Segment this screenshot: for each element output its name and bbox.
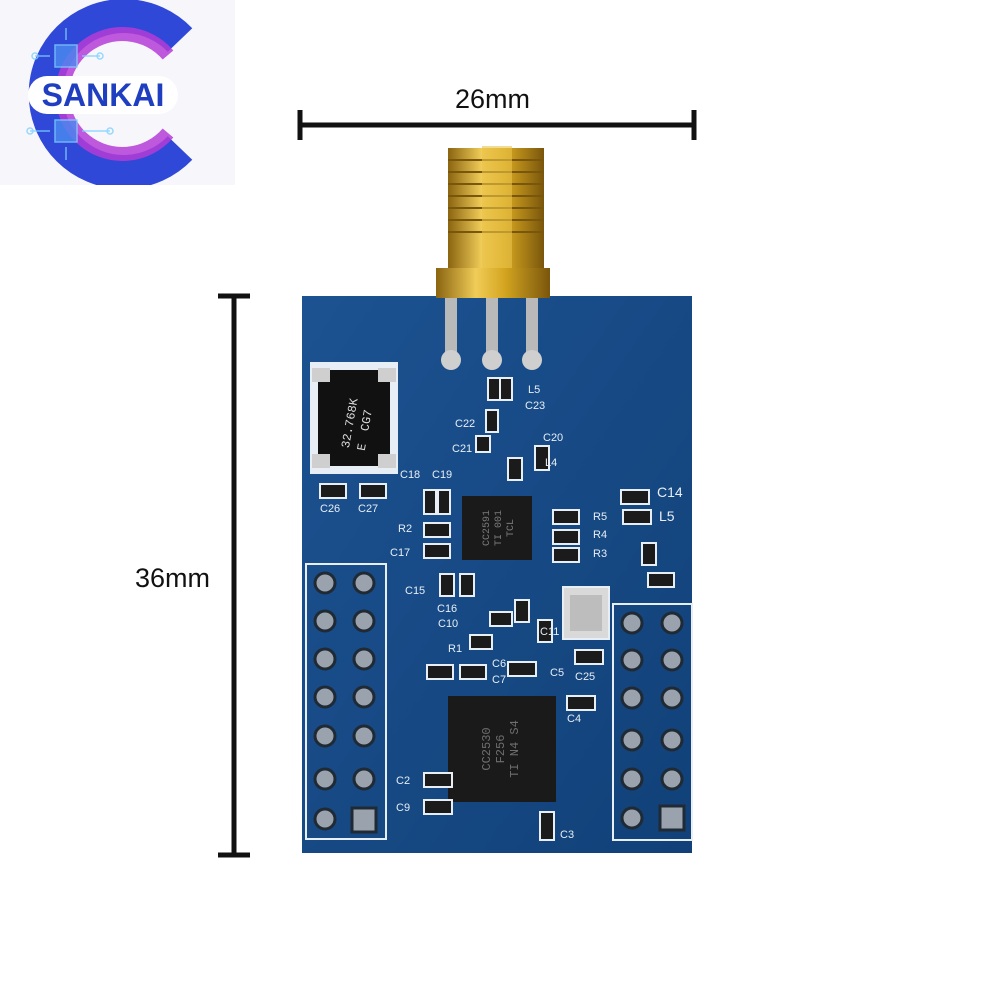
label-c17: C17 bbox=[390, 547, 410, 559]
label-c15: C15 bbox=[405, 585, 425, 597]
label-c16: C16 bbox=[437, 603, 457, 615]
rf-front-end-chip: CC2591 TI 001 TCL bbox=[462, 496, 532, 560]
label-r5: R5 bbox=[593, 511, 607, 523]
width-dimension-label: 26mm bbox=[455, 84, 531, 114]
height-dimension-label: 36mm bbox=[135, 563, 211, 593]
height-dimension-bar bbox=[218, 293, 250, 858]
label-l5-top: L5 bbox=[528, 384, 540, 396]
chip-top-text-2: TI 001 bbox=[494, 510, 505, 546]
right-pin-header bbox=[612, 603, 693, 841]
crystal-text-3: CG7 bbox=[358, 409, 376, 433]
label-l4: L4 bbox=[545, 457, 557, 469]
label-c9: C9 bbox=[396, 802, 410, 814]
smd-components bbox=[319, 377, 675, 841]
chip-main-text-3: TI N4 S4 bbox=[508, 720, 522, 778]
label-c11: C11 bbox=[540, 626, 559, 638]
label-l5-right: L5 bbox=[659, 508, 675, 524]
label-c6: C6 bbox=[492, 658, 506, 670]
sma-antenna-connector bbox=[436, 146, 550, 370]
logo-text: SANKAI bbox=[42, 77, 165, 113]
chip-main-text-1: CC2530 bbox=[480, 727, 494, 770]
sankai-logo: SANKAI bbox=[0, 0, 235, 185]
label-c21: C21 bbox=[452, 443, 472, 455]
label-c7: C7 bbox=[492, 674, 506, 686]
label-c25: C25 bbox=[575, 671, 595, 683]
chip-top-text-1: CC2591 bbox=[482, 510, 493, 546]
label-c2: C2 bbox=[396, 775, 410, 787]
label-c4: C4 bbox=[567, 713, 581, 725]
label-r1: R1 bbox=[448, 643, 462, 655]
label-c20: C20 bbox=[543, 432, 563, 444]
label-c14: C14 bbox=[657, 484, 683, 500]
label-c27: C27 bbox=[358, 503, 378, 515]
chip-top-text-3: TCL bbox=[506, 519, 517, 537]
label-c26: C26 bbox=[320, 503, 340, 515]
label-c22: C22 bbox=[455, 418, 475, 430]
left-pin-header bbox=[305, 563, 387, 840]
label-c18: C18 bbox=[400, 469, 420, 481]
label-c3: C3 bbox=[560, 829, 574, 841]
label-r2: R2 bbox=[398, 523, 412, 535]
chip-main-text-2: F256 bbox=[494, 735, 508, 764]
main-mcu-chip: CC2530 F256 TI N4 S4 bbox=[448, 696, 556, 802]
crystal-oscillator: 32.768K E CG7 bbox=[310, 362, 398, 474]
label-c5: C5 bbox=[550, 667, 564, 679]
label-c19: C19 bbox=[432, 469, 452, 481]
label-c10: C10 bbox=[438, 618, 458, 630]
width-dimension-bar bbox=[297, 110, 697, 140]
label-c23: C23 bbox=[525, 400, 545, 412]
label-r3: R3 bbox=[593, 548, 607, 560]
crystal-text-2: E bbox=[355, 442, 370, 452]
label-r4: R4 bbox=[593, 529, 607, 541]
